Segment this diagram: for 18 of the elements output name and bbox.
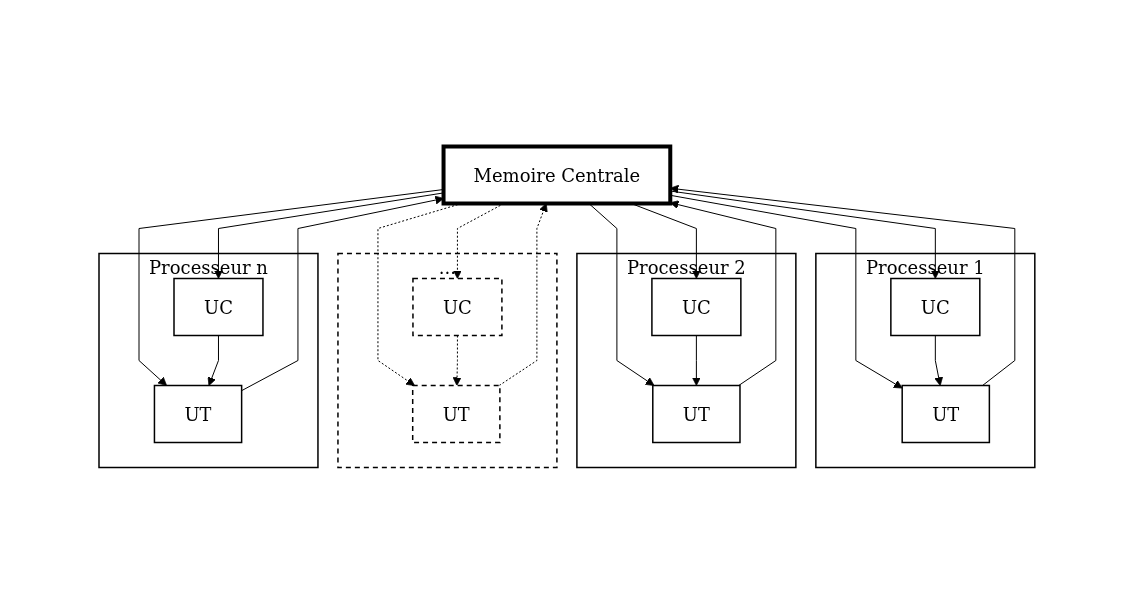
arrow	[669, 200, 776, 386]
arrow	[498, 203, 548, 386]
arrow	[933, 335, 943, 386]
node-box: UT	[901, 384, 990, 444]
arrow	[452, 335, 462, 386]
node-box: Memoire Centrale	[441, 144, 672, 206]
node-box: UC	[650, 277, 742, 337]
node-box: UC	[889, 277, 981, 337]
arrow	[207, 335, 219, 386]
node-box: UT	[651, 384, 741, 444]
arrow	[669, 194, 903, 389]
node-box: UC	[411, 277, 503, 337]
arrow	[669, 184, 1015, 386]
node-box: UC	[172, 277, 264, 337]
arrow	[377, 203, 462, 386]
node-box: UT	[411, 384, 501, 444]
arrow	[691, 335, 701, 386]
node-box: UT	[153, 384, 242, 444]
